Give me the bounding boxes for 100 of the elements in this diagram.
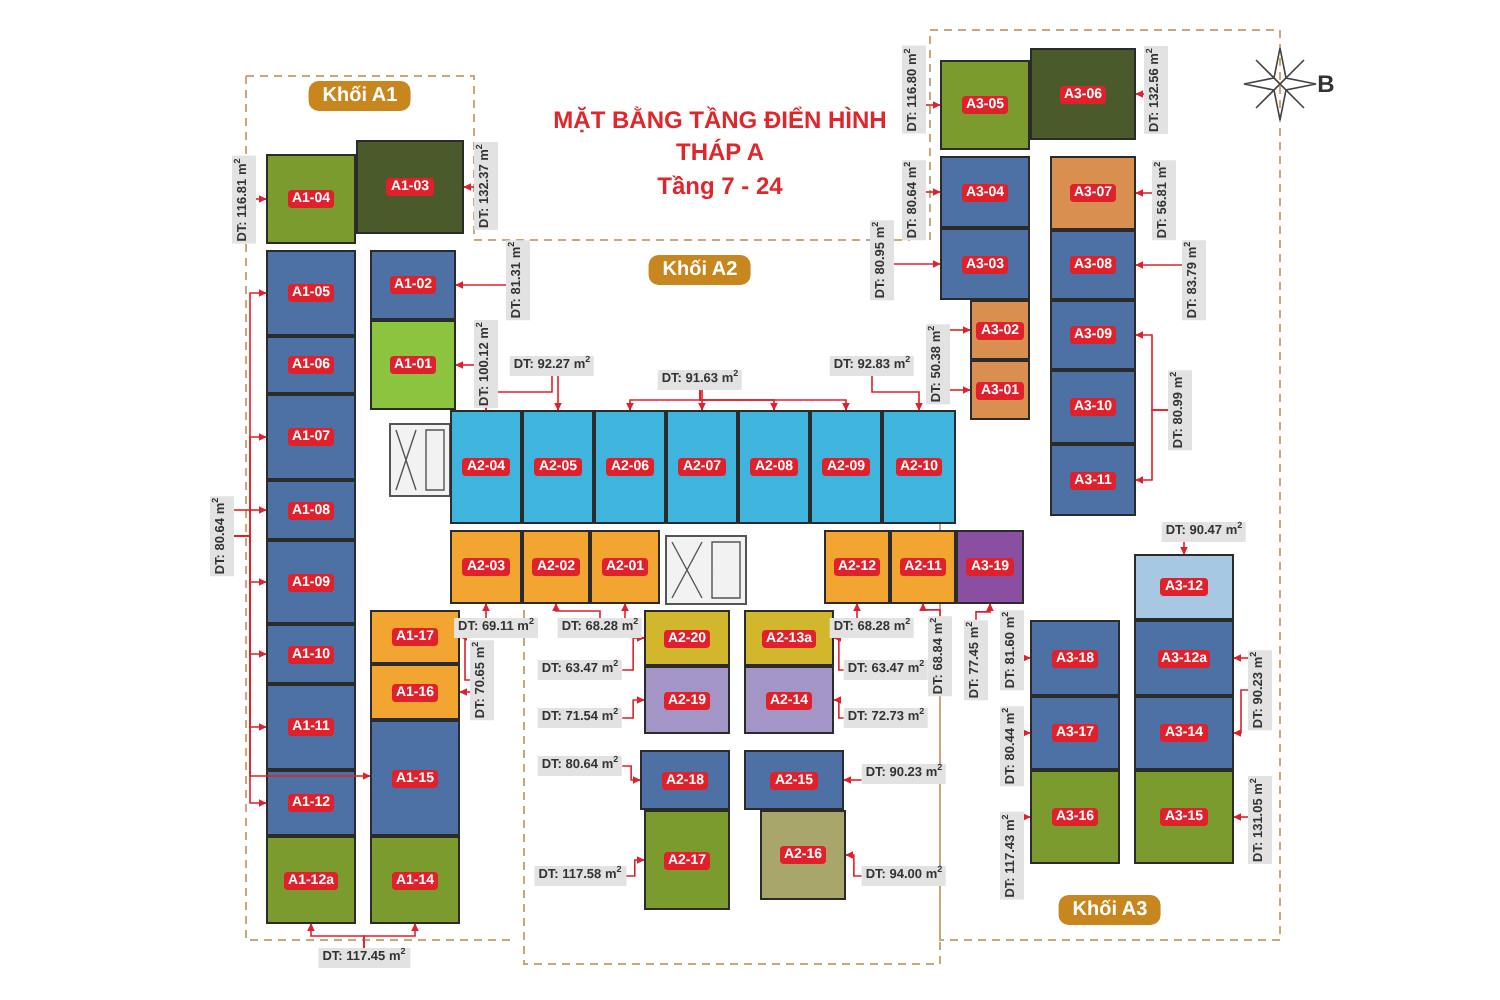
apartment-unit bbox=[644, 810, 730, 910]
apartment-unit bbox=[266, 250, 356, 336]
apartment-unit bbox=[370, 836, 460, 924]
leader-arrow bbox=[1135, 261, 1183, 269]
apartment-unit bbox=[266, 336, 356, 394]
apartment-unit bbox=[640, 750, 730, 810]
leader-arrow bbox=[925, 101, 941, 109]
apartment-unit bbox=[970, 360, 1030, 420]
apartment-unit bbox=[940, 60, 1030, 150]
apartment-unit bbox=[370, 664, 460, 720]
leader-arrow bbox=[459, 633, 471, 681]
apartment-unit bbox=[370, 320, 456, 410]
apartment-unit bbox=[940, 156, 1030, 228]
leader-arrow bbox=[552, 603, 601, 619]
leader-arrow bbox=[975, 603, 994, 621]
apartment-unit bbox=[882, 410, 956, 524]
block-name: Khối A2 bbox=[648, 255, 752, 285]
apartment-unit bbox=[1050, 230, 1136, 300]
apartment-unit bbox=[450, 410, 522, 524]
apartment-unit bbox=[744, 750, 844, 810]
apartment-unit bbox=[370, 720, 460, 836]
apartment-unit bbox=[1134, 696, 1234, 770]
leader-arrow bbox=[853, 603, 861, 619]
block-name: Khối A3 bbox=[1058, 895, 1162, 925]
apartment-unit bbox=[266, 836, 356, 924]
leader-arrow bbox=[949, 386, 971, 394]
apartment-unit bbox=[644, 610, 730, 666]
apartment-unit bbox=[738, 410, 810, 524]
apartment-unit bbox=[370, 610, 460, 664]
apartment-unit bbox=[644, 666, 730, 734]
apartment-unit bbox=[824, 530, 890, 604]
leader-arrow bbox=[621, 603, 629, 619]
leader-arrow bbox=[925, 188, 941, 196]
apartment-unit bbox=[1050, 370, 1136, 444]
apartment-unit bbox=[1134, 620, 1234, 696]
apartment-unit bbox=[522, 530, 590, 604]
leader-arrow bbox=[621, 696, 645, 719]
leader-arrow bbox=[1233, 654, 1249, 662]
leader-arrow bbox=[1022, 654, 1031, 662]
leader-arrow bbox=[1022, 729, 1031, 737]
apartment-unit bbox=[370, 250, 456, 320]
leader-arrow bbox=[871, 375, 923, 411]
apartment-unit bbox=[266, 624, 356, 684]
leader-arrow bbox=[482, 375, 553, 411]
leader-arrow bbox=[233, 535, 371, 780]
apartment-unit bbox=[1030, 48, 1136, 140]
apartment-unit bbox=[1030, 770, 1120, 864]
apartment-unit bbox=[590, 530, 660, 604]
apartment-unit bbox=[266, 154, 356, 244]
leader-arrow bbox=[455, 281, 507, 289]
leader-arrow bbox=[455, 361, 475, 369]
title: MẶT BẰNG TẦNG ĐIỂN HÌNH THÁP A bbox=[551, 104, 889, 168]
subtitle: Tầng 7 - 24 bbox=[657, 172, 783, 200]
apartment-unit bbox=[356, 140, 464, 234]
apartment-unit bbox=[744, 610, 834, 666]
leader-arrow bbox=[833, 634, 845, 671]
leader-arrow bbox=[459, 688, 471, 696]
apartment-unit bbox=[666, 410, 738, 524]
apartment-unit bbox=[890, 530, 956, 604]
apartment-unit bbox=[450, 530, 522, 604]
leader-arrow bbox=[363, 923, 419, 949]
direction-letter: B bbox=[1317, 70, 1335, 98]
apartment-unit bbox=[1030, 696, 1120, 770]
apartment-unit bbox=[1134, 554, 1234, 620]
apartment-unit bbox=[594, 410, 666, 524]
leader-arrow bbox=[833, 696, 845, 719]
leader-arrow bbox=[1135, 90, 1145, 98]
leader-arrow bbox=[1022, 813, 1031, 821]
leader-arrow bbox=[698, 389, 706, 411]
apartment-unit bbox=[810, 410, 882, 524]
leader-arrow bbox=[949, 326, 971, 334]
leader-arrow bbox=[845, 851, 863, 877]
apartment-unit bbox=[744, 666, 834, 734]
leader-arrow bbox=[233, 506, 267, 514]
leader-arrow bbox=[843, 776, 863, 784]
leader-arrow bbox=[482, 603, 490, 619]
leader-arrow bbox=[624, 856, 645, 877]
apartment-unit bbox=[522, 410, 594, 524]
leader-arrow bbox=[1135, 189, 1153, 197]
leader-arrow bbox=[699, 389, 850, 411]
leader-arrow bbox=[1135, 409, 1169, 484]
apartment-unit bbox=[266, 394, 356, 480]
apartment-unit bbox=[266, 770, 356, 836]
leader-arrow bbox=[554, 375, 562, 411]
apartment-unit bbox=[970, 300, 1030, 360]
apartment-unit bbox=[956, 530, 1024, 604]
apartment-unit bbox=[266, 684, 356, 770]
leader-arrow bbox=[919, 603, 941, 617]
apartment-unit bbox=[1050, 156, 1136, 230]
block-name: Khối A1 bbox=[308, 81, 412, 111]
leader-arrow bbox=[1233, 813, 1249, 821]
leader-arrow bbox=[463, 183, 475, 191]
leader-arrow bbox=[893, 260, 941, 268]
apartment-unit bbox=[940, 228, 1030, 300]
apartment-unit bbox=[266, 540, 356, 624]
leader-arrow bbox=[255, 195, 267, 203]
apartment-unit bbox=[760, 810, 846, 900]
apartment-unit bbox=[1050, 300, 1136, 370]
apartment-unit bbox=[1030, 620, 1120, 696]
leader-arrow bbox=[1233, 689, 1249, 737]
